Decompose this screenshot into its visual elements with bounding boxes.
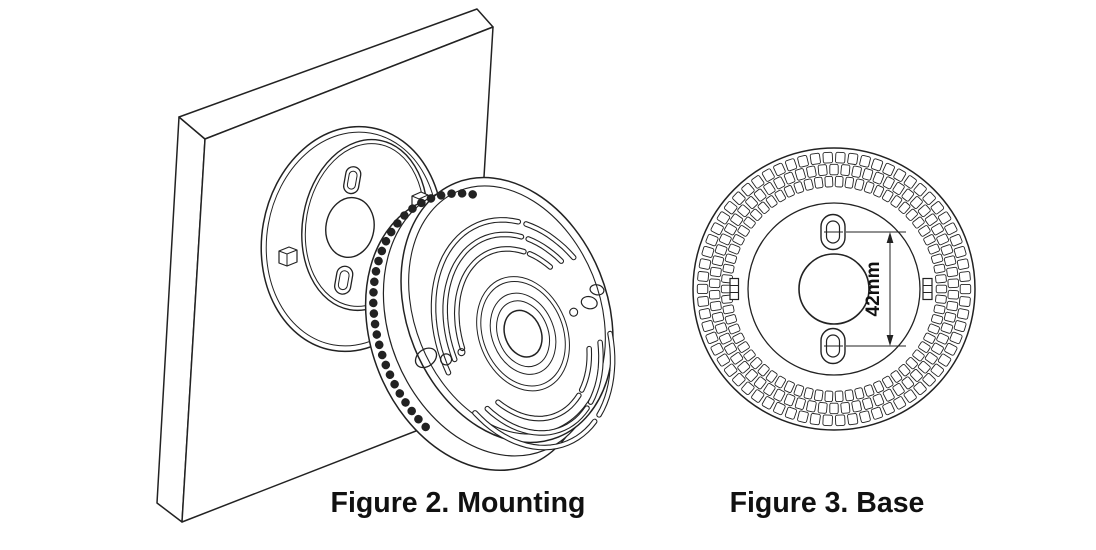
- knurled-edge: [368, 189, 484, 432]
- detector-indicator-right: [569, 284, 605, 317]
- base-tab-right: [922, 277, 933, 301]
- base-screw-slot-top: [820, 213, 846, 251]
- dimension-arrow-up: [886, 232, 894, 243]
- dimension-42mm: 42mm: [846, 231, 906, 347]
- bracket-clip-left: [278, 246, 298, 267]
- figure3-drawing: 42mm: [692, 147, 976, 431]
- base-outer-circle: [692, 147, 976, 431]
- detector-center-rings: [476, 276, 570, 392]
- base-screw-slot-bottom: [820, 327, 846, 365]
- detector-unit: [364, 176, 616, 472]
- dimension-label: 42mm: [863, 262, 884, 317]
- base-tab-left: [729, 277, 740, 301]
- bracket-center-hole: [325, 196, 375, 259]
- base-front-view: [692, 147, 976, 431]
- detector-vent-slots: [430, 217, 616, 451]
- figure3-caption: Figure 3. Base: [730, 487, 925, 519]
- detector-indicator-left: [414, 347, 466, 369]
- dimension-arrow-down: [886, 335, 894, 346]
- bracket-screw-slot-bottom: [334, 265, 354, 295]
- figure2-drawing: [156, 8, 616, 523]
- base-plate-circle: [747, 202, 921, 376]
- figure2-caption: Figure 2. Mounting: [331, 487, 586, 519]
- base-knurled-ring: [696, 151, 972, 427]
- base-center-hole: [798, 253, 870, 325]
